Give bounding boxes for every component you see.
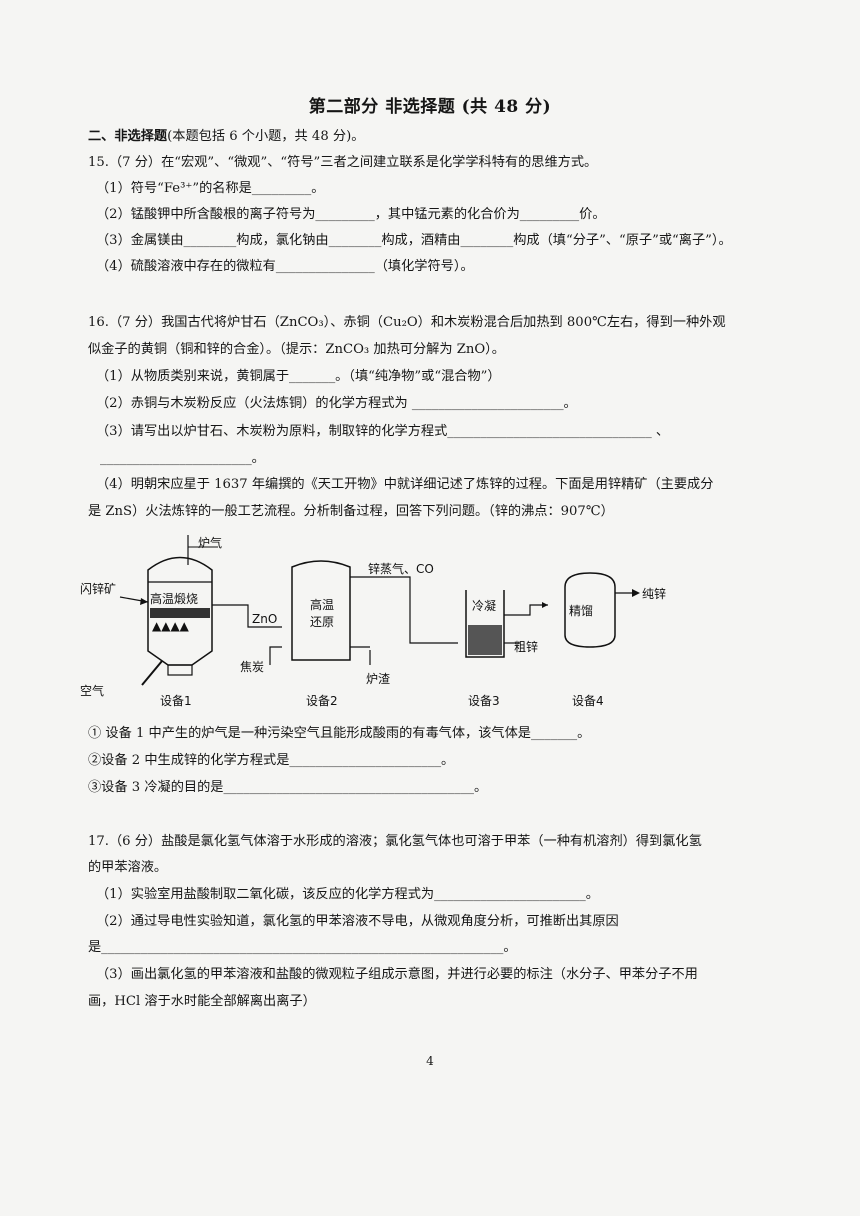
q17-part3-a: （3）画出氯化氢的甲苯溶液和盐酸的微观粒子组成示意图，并进行必要的标注（水分子、… <box>96 967 698 982</box>
q17-stem-1: 17.（6 分）盐酸是氯化氢气体溶于水形成的溶液；氯化氢气体也可溶于甲苯（一种有… <box>88 834 702 849</box>
q16-part4-a: （4）明朝宋应星于 1637 年编撰的《天工开物》中就详细记述了炼锌的过程。下面… <box>96 477 714 492</box>
device-3-label: 设备3 <box>468 694 500 708</box>
section-heading: 二、非选择题 <box>88 129 168 144</box>
reduction-label-1: 高温 <box>310 597 334 612</box>
q16-sub-q2: ②设备 2 中生成锌的化学方程式是_______________________… <box>88 753 455 768</box>
reduction-label-2: 还原 <box>310 615 334 629</box>
device-4-label: 设备4 <box>572 694 604 708</box>
q16-stem-2: 似金子的黄铜（铜和锌的合金）。（提示：ZnCO₃ 加热可分解为 ZnO）。 <box>88 342 505 357</box>
q15-part3: （3）金属镁由________构成，氯化钠由________构成，酒精由____… <box>96 233 732 248</box>
furnace-gas-label: 炉气 <box>198 535 222 550</box>
q17-part1: （1）实验室用盐酸制取二氧化碳，该反应的化学方程式为______________… <box>96 887 599 902</box>
slag-label: 炉渣 <box>366 672 390 686</box>
crude-zinc-label: 粗锌 <box>514 640 538 654</box>
q17-part2-a: （2）通过导电性实验知道，氯化氢的甲苯溶液不导电，从微观角度分析，可推断出其原因 <box>96 914 619 929</box>
arrow-up-icon: ▲▲▲▲ <box>152 619 190 633</box>
q17-part2-b: 是_______________________________________… <box>88 940 517 955</box>
refine-label: 精馏 <box>569 604 593 618</box>
roasting-label: 高温煅烧 <box>150 591 198 606</box>
q17-stem-2: 的甲苯溶液。 <box>88 860 168 875</box>
zinc-smelting-flow-diagram: ▲▲▲▲ 高温煅烧 闪锌矿 空气 炉气 设备1 ZnO 焦炭 高温 还原 炉渣 … <box>80 535 666 708</box>
device-4-distillation: 精馏 <box>564 572 616 648</box>
section-heading-line: 二、非选择题(本题包括 6 个小题，共 48 分)。 <box>88 128 778 146</box>
section-note: (本题包括 6 个小题，共 48 分)。 <box>167 129 365 144</box>
q15-stem: 15.（7 分）在“宏观”、“微观”、“符号”三者之间建立联系是化学学科特有的思… <box>88 155 598 170</box>
page-number: 4 <box>426 1054 434 1068</box>
q16-part1: （1）从物质类别来说，黄铜属于_______。（填“纯净物”或“混合物”） <box>96 369 501 384</box>
page-title: 第二部分 非选择题 (共 48 分) <box>308 97 552 117</box>
coke-label: 焦炭 <box>240 660 264 674</box>
q15-part4: （4）硫酸溶液中存在的微粒有_______________（填化学符号）。 <box>96 259 474 274</box>
device-2-reduction-furnace: 高温 还原 <box>291 560 351 661</box>
q16-part3-a: （3）请写出以炉甘石、木炭粉为原料，制取锌的化学方程式_____________… <box>96 424 670 439</box>
q15-part2: （2）锰酸钾中所含酸根的离子符号为_________，其中锰元素的化合价为___… <box>96 207 606 222</box>
condense-label: 冷凝 <box>472 598 496 613</box>
q16-part2: （2）赤铜与木炭粉反应（火法炼铜）的化学方程式为 _______________… <box>96 396 577 411</box>
device-3-condenser: 冷凝 <box>465 590 505 658</box>
device-1-label: 设备1 <box>160 694 192 708</box>
zinc-vapor-label: 锌蒸气、CO <box>368 561 434 576</box>
q17-part3-b: 画，HCl 溶于水时能全部解离出离子） <box>88 994 316 1009</box>
q15-part1: （1）符号“Fe³⁺”的名称是_________。 <box>96 181 325 196</box>
air-label: 空气 <box>80 683 104 698</box>
condenser-packing <box>468 625 502 655</box>
q16-sub-q1: ① 设备 1 中产生的炉气是一种污染空气且能形成酸雨的有毒气体，该气体是____… <box>88 726 591 741</box>
device-1-furnace: ▲▲▲▲ 高温煅烧 <box>141 556 213 686</box>
zinc-ore-label: 闪锌矿 <box>80 582 116 596</box>
q16-stem-1: 16.（7 分）我国古代将炉甘石（ZnCO₃）、赤铜（Cu₂O）和木炭粉混合后加… <box>88 315 726 330</box>
zno-label: ZnO <box>252 612 277 626</box>
q16-sub-q3: ③设备 3 冷凝的目的是____________________________… <box>88 780 488 795</box>
q16-part4-b: 是 ZnS）火法炼锌的一般工艺流程。分析制备过程，回答下列问题。（锌的沸点：90… <box>88 504 614 519</box>
q16-part3-b: _______________________。 <box>100 451 265 466</box>
pure-zinc-label: 纯锌 <box>642 587 666 601</box>
device-2-label: 设备2 <box>306 694 338 708</box>
furnace-bed <box>150 608 210 618</box>
